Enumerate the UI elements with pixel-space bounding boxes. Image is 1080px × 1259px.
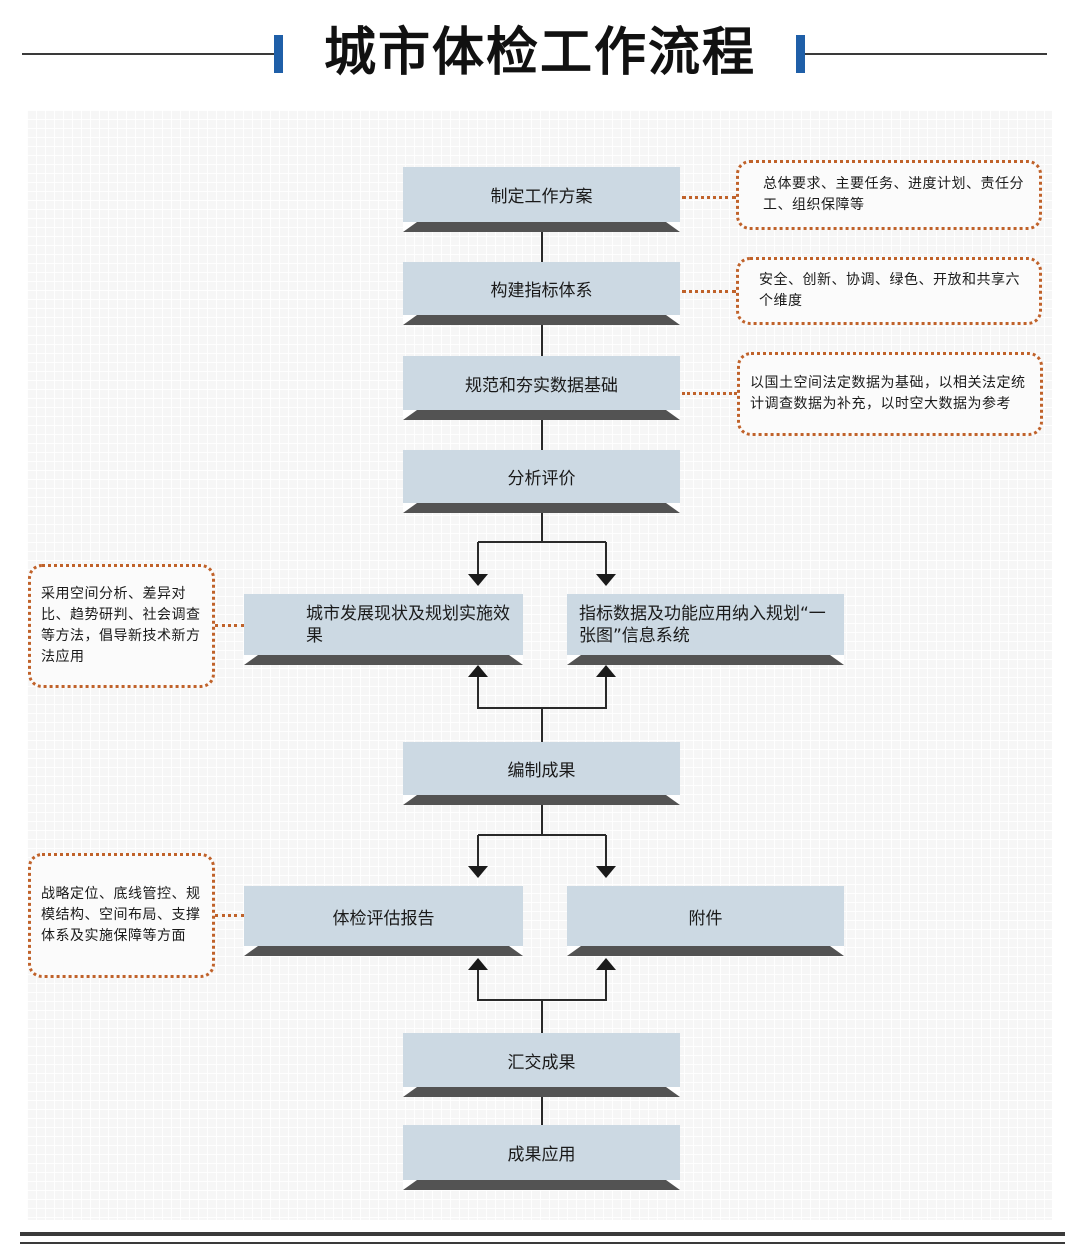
connector-merge-8 xyxy=(477,970,607,1033)
step-indicator-system: 指标数据及功能应用纳入规划“一张图”信息系统 xyxy=(567,594,844,665)
step-apply-results: 成果应用 xyxy=(403,1125,680,1190)
header-accent-right xyxy=(796,35,805,73)
connector-split-6 xyxy=(477,805,607,866)
header-rule-left xyxy=(22,53,274,55)
header-rule-right xyxy=(805,53,1047,55)
leader-note-5 xyxy=(215,914,244,917)
note-report-scope: 战略定位、底线管控、规模结构、空间布局、支撑体系及实施保障等方面 xyxy=(28,853,215,978)
note-data-sources: 以国土空间法定数据为基础，以相关法定统计调查数据为补充，以时空大数据为参考 xyxy=(737,352,1043,436)
arrow-down-left-1 xyxy=(468,574,488,586)
step-attachment: 附件 xyxy=(567,886,844,956)
connector-merge-6 xyxy=(477,677,607,742)
step-submit-results: 汇交成果 xyxy=(403,1033,680,1097)
arrow-up-right-1 xyxy=(596,665,616,677)
step-compile-results: 编制成果 xyxy=(403,742,680,805)
arrow-down-left-2 xyxy=(468,866,488,878)
arrow-up-left-2 xyxy=(468,958,488,970)
connector-split-4 xyxy=(477,513,607,574)
note-six-dimensions: 安全、创新、协调、绿色、开放和共享六个维度 xyxy=(736,257,1042,325)
step-assessment-report: 体检评估报告 xyxy=(244,886,523,956)
arrow-up-left-1 xyxy=(468,665,488,677)
step-make-plan: 制定工作方案 xyxy=(403,167,680,232)
page-title: 城市体检工作流程 xyxy=(323,23,756,83)
bottom-rule-thin xyxy=(20,1242,1065,1244)
leader-note-4 xyxy=(215,624,244,627)
note-plan-content: 总体要求、主要任务、进度计划、责任分工、组织保障等 xyxy=(736,160,1042,230)
arrow-down-right-2 xyxy=(596,866,616,878)
note-analysis-methods: 采用空间分析、差异对比、趋势研判、社会调查等方法，倡导新技术新方法应用 xyxy=(28,564,215,688)
step-data-foundation: 规范和夯实数据基础 xyxy=(403,356,680,420)
leader-note-1 xyxy=(682,196,736,199)
leader-note-3 xyxy=(682,392,737,395)
leader-note-2 xyxy=(682,290,736,293)
bottom-rule-thick xyxy=(20,1232,1065,1236)
step-build-indicators: 构建指标体系 xyxy=(403,262,680,325)
arrow-up-right-2 xyxy=(596,958,616,970)
arrow-down-right-1 xyxy=(596,574,616,586)
step-analysis-evaluation: 分析评价 xyxy=(403,450,680,513)
header-accent-left xyxy=(274,35,283,73)
step-status-effect: 城市发展现状及规划实施效果 xyxy=(244,594,523,665)
